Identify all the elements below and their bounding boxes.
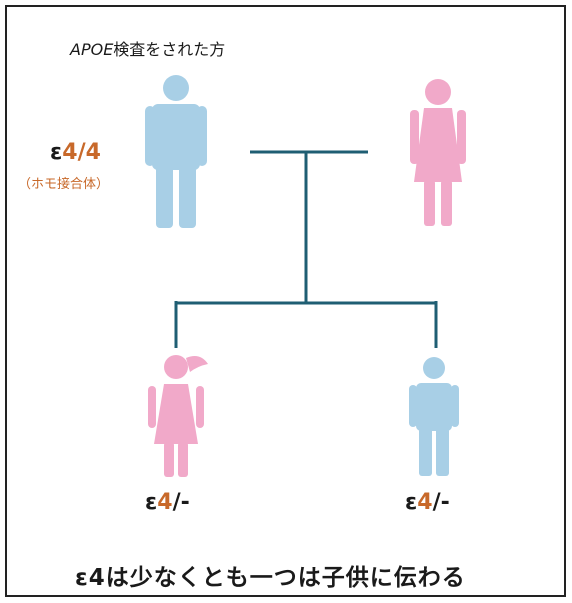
homozygote-note: （ホモ接合体） — [18, 177, 110, 192]
allele-1: 4 — [62, 140, 78, 165]
allele-slash: / — [77, 140, 86, 165]
allele-2: 4 — [85, 140, 101, 165]
conclusion-text: ε4は少なくとも一つは子供に伝わる — [75, 565, 466, 591]
boy-figure-icon — [409, 357, 459, 476]
header-label: APOE検査をされた方 — [70, 36, 225, 60]
female-figure-icon — [410, 79, 466, 226]
epsilon: ε — [50, 140, 63, 165]
allele-2: - — [180, 490, 190, 515]
allele-slash: / — [432, 490, 441, 515]
diagram-frame — [5, 5, 566, 597]
header-suffix: 検査をされた方 — [113, 40, 226, 59]
daughter-genotype: ε4/- — [145, 490, 190, 515]
gene-name: APOE — [70, 40, 114, 59]
allele-1: 4 — [417, 490, 433, 515]
epsilon: ε — [145, 490, 158, 515]
girl-figure-icon — [148, 355, 208, 477]
son-genotype: ε4/- — [405, 490, 450, 515]
allele-slash: / — [172, 490, 181, 515]
allele-1: 4 — [157, 490, 173, 515]
male-figure-icon — [145, 75, 207, 228]
father-genotype: ε4/4 — [50, 140, 101, 165]
epsilon: ε — [405, 490, 418, 515]
pedigree-lines — [174, 150, 438, 348]
allele-2: - — [440, 490, 450, 515]
